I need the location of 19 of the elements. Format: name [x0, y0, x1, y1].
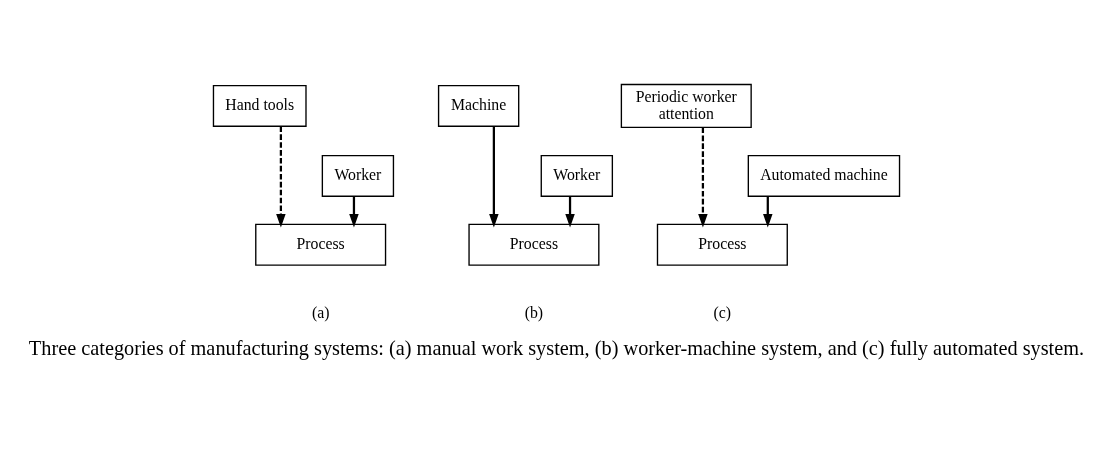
node-box: Worker [321, 154, 395, 197]
caption: Three categories of manufacturing systems: (a) manual work system, (b) worker-machine system, and (c) fully automated system. [28, 336, 1085, 359]
arrow [565, 196, 575, 228]
arrow [489, 125, 499, 228]
node-box: Process [468, 223, 600, 266]
label: (a) [311, 303, 330, 321]
arrow [763, 196, 773, 228]
node-box: Worker [540, 154, 614, 197]
node-box: Machine [437, 84, 520, 127]
arrow [349, 196, 359, 228]
node-box: Process [255, 223, 387, 266]
label: (c) [713, 303, 732, 321]
node-box: Process [656, 223, 788, 266]
node-box: Automated machine [747, 154, 901, 197]
node-box: Hand tools [212, 84, 307, 127]
node-box: Periodic worker attention [620, 83, 752, 128]
label: (b) [524, 303, 544, 321]
arrow [276, 125, 286, 228]
arrow [698, 127, 708, 228]
